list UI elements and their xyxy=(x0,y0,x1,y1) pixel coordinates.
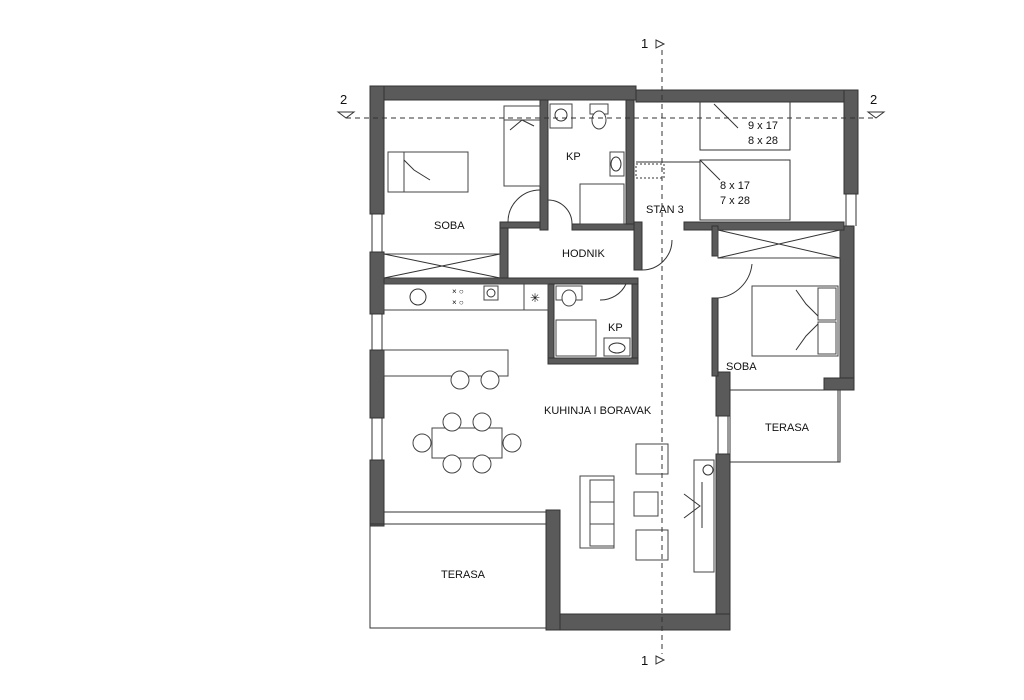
staircase xyxy=(635,101,791,221)
doors xyxy=(507,189,753,301)
section-2-left-label: 2 xyxy=(340,92,347,107)
room-label-soba-right: SOBA xyxy=(726,361,757,373)
window-openings xyxy=(371,194,857,460)
wardrobe-right xyxy=(717,229,841,259)
room-label-kuhinja: KUHINJA I BORAVAK xyxy=(544,405,652,417)
bed-top-single xyxy=(503,105,541,187)
kitchen-counter: × ○ × ○ ✳ xyxy=(383,283,549,390)
dining-table xyxy=(412,412,522,474)
room-label-stan: STAN 3 xyxy=(646,204,684,216)
svg-text:× ○: × ○ xyxy=(452,287,464,296)
room-label-kp-top: KP xyxy=(566,151,581,163)
stair-lower-bottom-label: 7 x 28 xyxy=(720,195,750,207)
svg-text:✳: ✳ xyxy=(530,291,540,305)
room-label-hodnik: HODNIK xyxy=(562,248,605,260)
stair-upper-bottom-label: 8 x 28 xyxy=(748,135,778,147)
section-1-top-label: 1 xyxy=(641,36,648,51)
living-furniture xyxy=(579,443,715,573)
terrace-right xyxy=(729,389,841,463)
section-2-right-label: 2 xyxy=(870,92,877,107)
section-lines xyxy=(336,39,886,665)
room-label-terasa-right: TERASA xyxy=(765,422,810,434)
svg-text:× ○: × ○ xyxy=(452,298,464,307)
section-1-bottom-label: 1 xyxy=(641,653,648,668)
room-label-kp-middle: KP xyxy=(608,322,623,334)
bed-right-double xyxy=(751,285,839,357)
bathroom-top-fixtures xyxy=(549,103,625,225)
stair-upper-top-label: 9 x 17 xyxy=(748,120,778,132)
bathroom-middle-fixtures xyxy=(555,285,631,357)
room-label-soba-left: SOBA xyxy=(434,220,465,232)
wardrobe-left xyxy=(383,253,501,279)
room-label-terasa-left: TERASA xyxy=(441,569,486,581)
stair-lower-top-label: 8 x 17 xyxy=(720,180,750,192)
exterior-walls xyxy=(369,85,859,631)
terrace-left xyxy=(369,511,547,629)
bed-left-single xyxy=(387,151,469,193)
